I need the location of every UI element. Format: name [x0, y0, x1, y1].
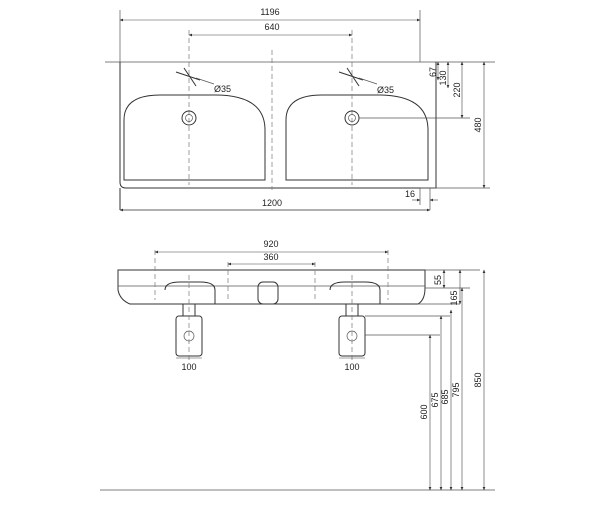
- label-600: 600: [419, 404, 429, 419]
- label-675: 675: [430, 392, 440, 407]
- label-130: 130: [438, 70, 448, 85]
- bowl-under-left: [164, 281, 216, 304]
- label-795: 795: [451, 382, 461, 397]
- label-55: 55: [433, 275, 443, 285]
- top-view: 1196 640 Ø35 Ø35 1200 16 67 130 220 480: [105, 7, 495, 212]
- bowl-left: [123, 94, 266, 181]
- drain-left-inner: [185, 114, 193, 122]
- side-view: 920 360 100 100 55 165 600 675 685 795 8…: [100, 239, 495, 491]
- label-220: 220: [452, 82, 462, 97]
- label-1200: 1200: [262, 198, 282, 208]
- label-100-left: 100: [181, 362, 196, 372]
- label-1196: 1196: [260, 7, 279, 17]
- tap-hole-right: [338, 67, 364, 87]
- label-16: 16: [405, 189, 415, 199]
- label-165: 165: [449, 290, 459, 305]
- tap-hole-leader-left: [195, 77, 215, 85]
- tap-hole-leader-right: [358, 77, 378, 85]
- label-tap-hole-right: Ø35: [377, 85, 394, 95]
- drain-left: [181, 110, 197, 126]
- label-360: 360: [263, 252, 278, 262]
- basin-outline: [119, 62, 437, 189]
- drain-right-inner: [348, 114, 356, 122]
- bowl-right: [285, 94, 429, 181]
- label-850: 850: [473, 372, 483, 387]
- bowl-under-right: [329, 281, 381, 304]
- tap-hole-left: [175, 67, 201, 87]
- label-67: 67: [428, 67, 438, 77]
- label-640: 640: [264, 22, 279, 32]
- label-685: 685: [440, 389, 450, 404]
- label-480: 480: [473, 117, 483, 132]
- centre-support: [257, 281, 279, 305]
- label-100-right: 100: [344, 362, 359, 372]
- label-tap-hole-left: Ø35: [214, 84, 231, 94]
- label-920: 920: [263, 239, 278, 249]
